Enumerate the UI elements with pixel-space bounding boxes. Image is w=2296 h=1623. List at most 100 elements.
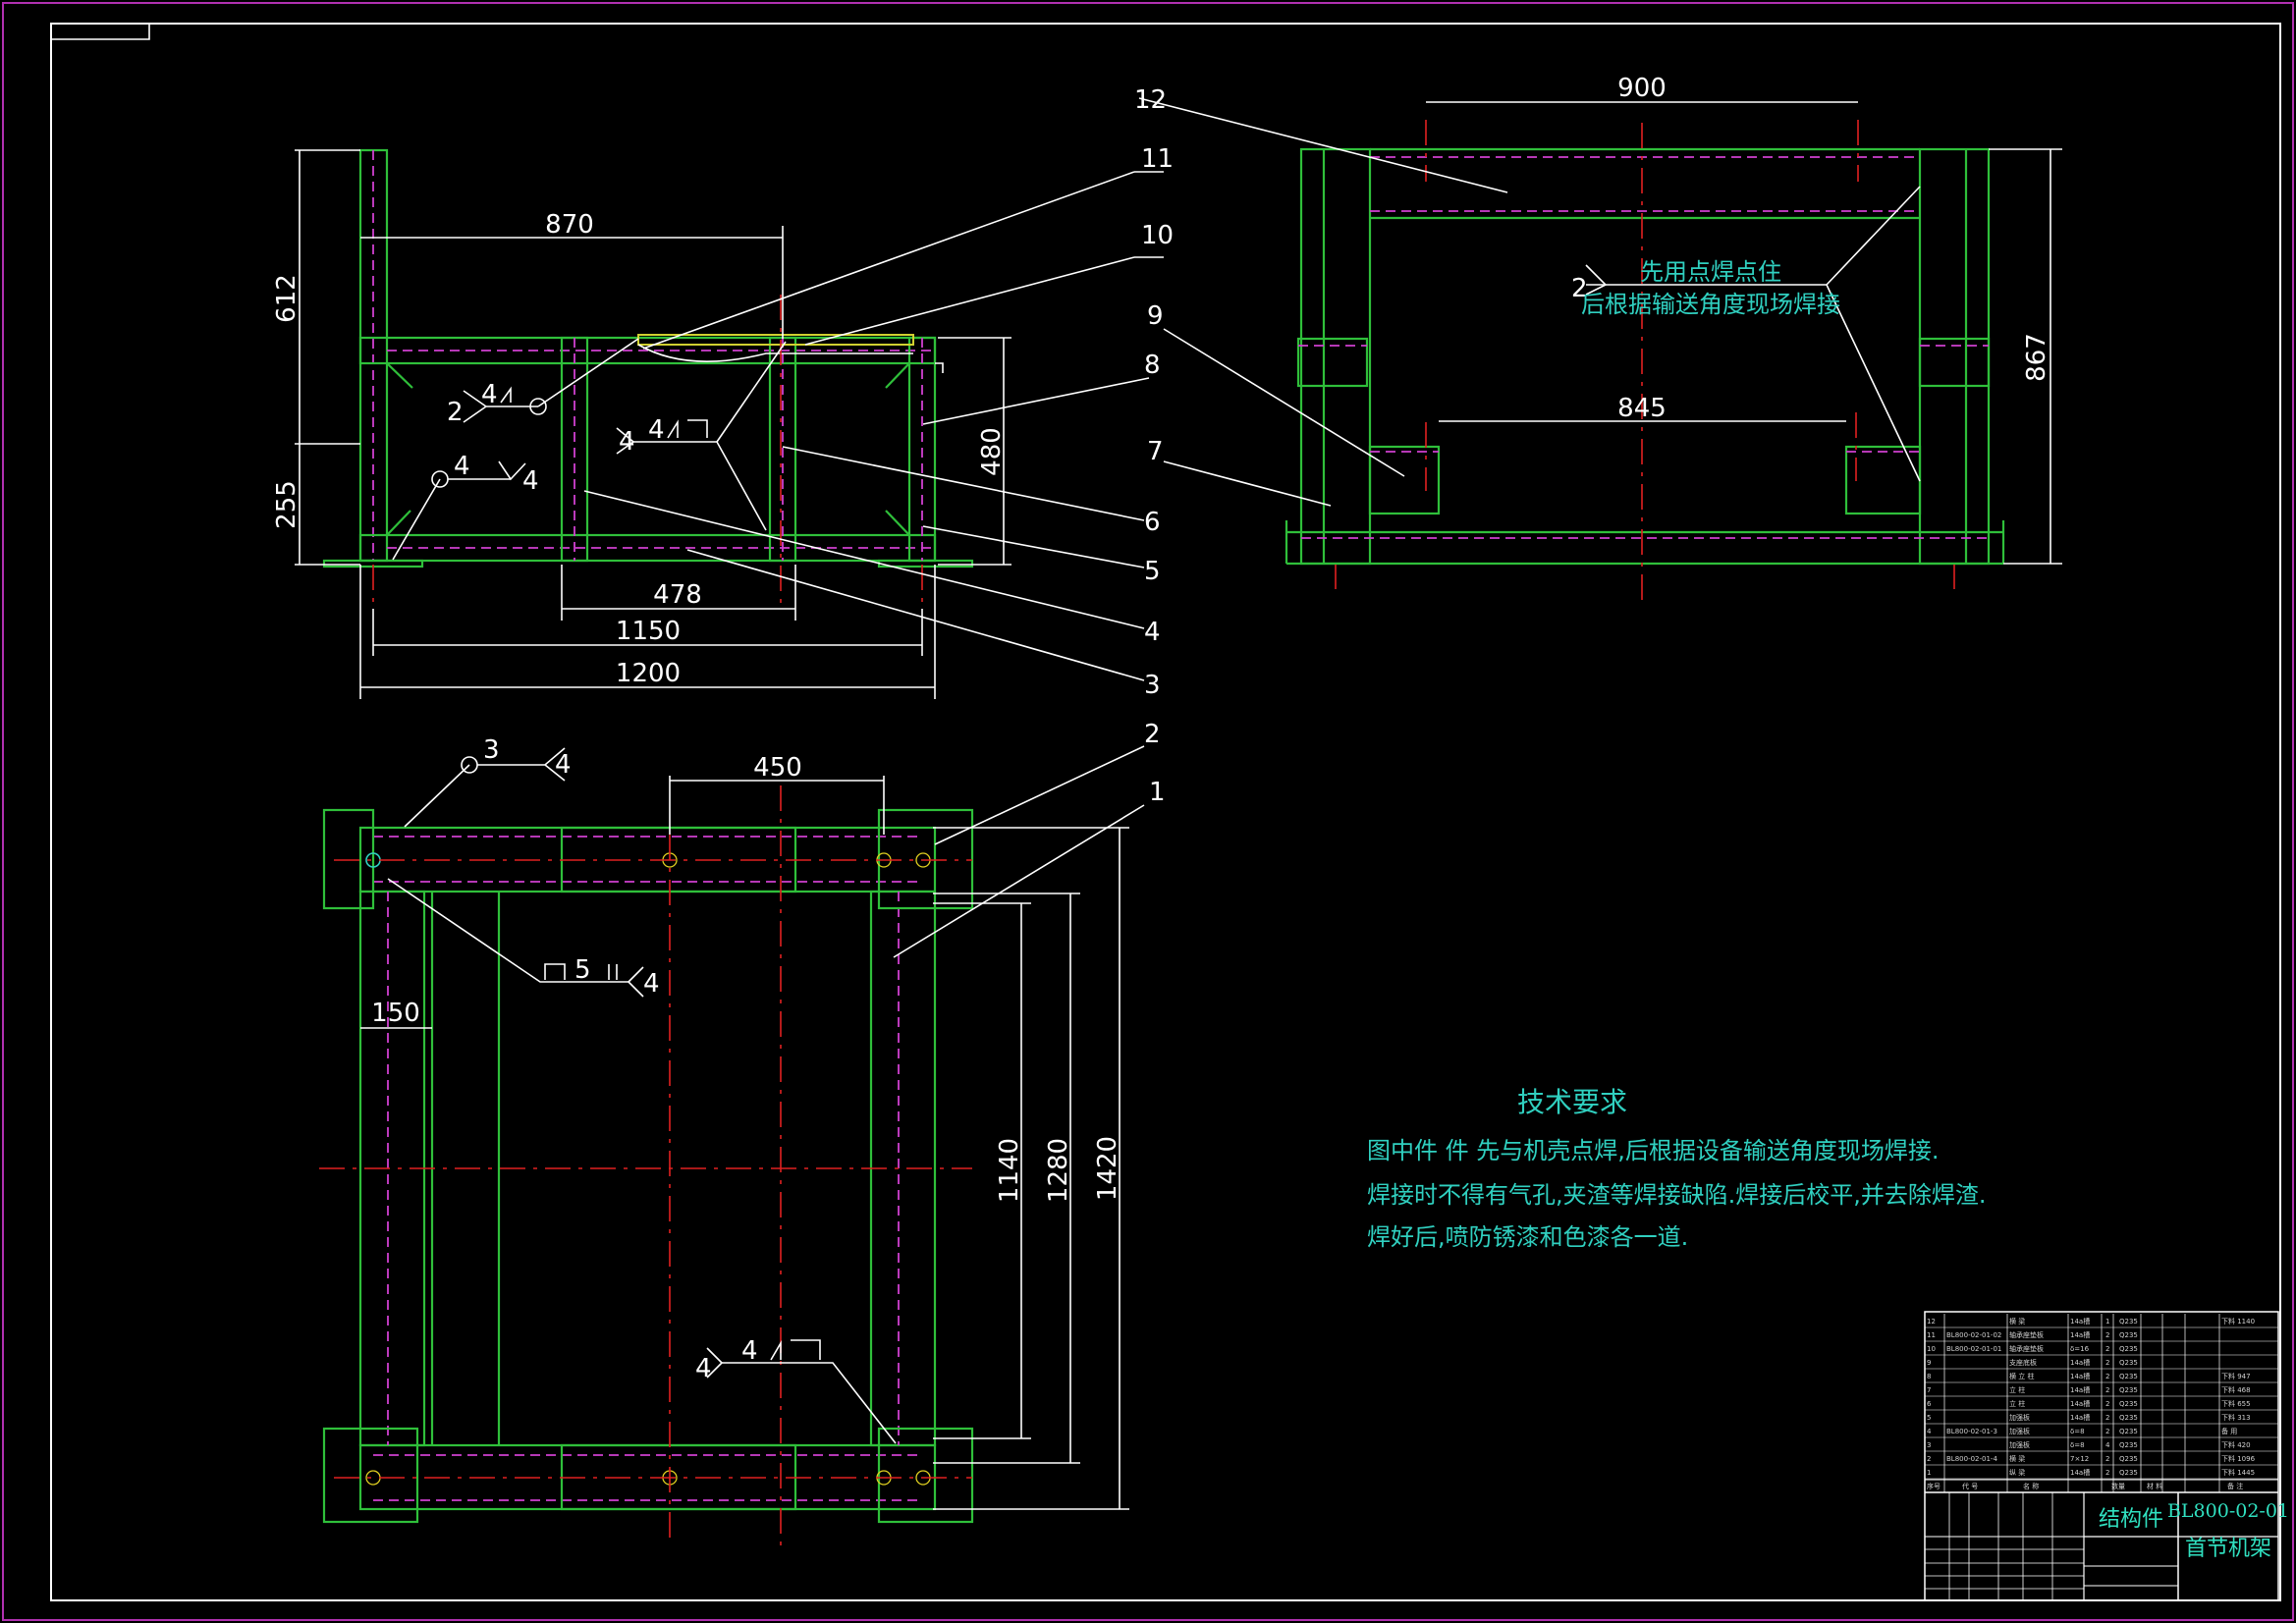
- plan-dimensions: 450 150 1140 1280 1420: [360, 753, 1129, 1510]
- dim-845: 845: [1617, 394, 1667, 423]
- bom-cell-mat: Q235: [2119, 1428, 2138, 1435]
- front-dimensions: 900 845 867: [1426, 74, 2062, 565]
- bom-cell-qty: 2: [2105, 1386, 2109, 1394]
- front-leaders: 12 9 7 2 先用点焊点住 后根据输送角度现场焊接: [1134, 85, 1921, 507]
- weld-mid-size2: 4: [643, 969, 660, 999]
- bom-cell-note: 下料 313: [2221, 1413, 2251, 1422]
- weld-b-size1: 4: [454, 452, 470, 481]
- bom-cell-spec: δ=8: [2070, 1441, 2085, 1449]
- bom-cell-mat: Q235: [2119, 1345, 2138, 1353]
- bom-cell-note: 下料 420: [2221, 1440, 2251, 1449]
- weld-b-size2: 4: [522, 466, 539, 496]
- balloon-8: 8: [1144, 351, 1161, 380]
- bom-cell-no: 12: [1927, 1318, 1936, 1325]
- bom-cell-name: 纵 梁: [2009, 1468, 2025, 1477]
- bom-cell-mat: Q235: [2119, 1359, 2138, 1367]
- dim-480: 480: [977, 427, 1007, 476]
- weld-right-ref: 2: [1571, 274, 1588, 303]
- balloon-4: 4: [1144, 618, 1161, 647]
- bom-cell-note: 下料 468: [2221, 1385, 2251, 1394]
- bom-cell-mat: Q235: [2119, 1318, 2138, 1325]
- bom-cell-no: 9: [1927, 1359, 1931, 1367]
- bom-cell-mat: Q235: [2119, 1414, 2138, 1422]
- balloon-12: 12: [1134, 85, 1167, 115]
- bom-cell-name: 轴承座垫板: [2009, 1330, 2044, 1339]
- balloon-6: 6: [1144, 508, 1161, 537]
- plan-weld-leaders: 3 4 5 4 4 4 2 1: [387, 720, 1166, 1444]
- tech-req-line2: 焊接时不得有气孔,夹渣等焊接缺陷.焊接后校平,并去除焊渣.: [1367, 1181, 1987, 1209]
- weld-note-line2: 后根据输送角度现场焊接: [1581, 291, 1840, 318]
- bom-cell-mat: Q235: [2119, 1331, 2138, 1339]
- title-part-type: 结构件: [2099, 1507, 2163, 1532]
- bom-cell-qty: 4: [2105, 1441, 2110, 1449]
- dim-900: 900: [1617, 74, 1667, 103]
- bom-cell-code: BL800-02-01-01: [1946, 1345, 2001, 1353]
- bom-header-name: 名 称: [2023, 1482, 2039, 1490]
- weld-c-size2: 4: [648, 415, 665, 445]
- bom-cell-no: 3: [1927, 1441, 1931, 1449]
- weld-mid-size1: 5: [574, 955, 591, 985]
- balloon-10: 10: [1141, 221, 1174, 250]
- weld-a-ref: 2: [447, 398, 464, 427]
- weld-a-size: 4: [481, 380, 498, 409]
- tech-req-title: 技术要求: [1517, 1086, 1627, 1118]
- dim-1200: 1200: [616, 659, 681, 688]
- bom-cell-spec: 14a槽: [2070, 1330, 2090, 1339]
- bom-cell-spec: 14a槽: [2070, 1468, 2090, 1477]
- bom-cell-qty: 2: [2105, 1400, 2109, 1408]
- bom-header: 序号代 号名 称数量材 料备 注: [1927, 1482, 2243, 1490]
- bom-cell-spec: 14a槽: [2070, 1372, 2090, 1380]
- bom-cell-no: 7: [1927, 1386, 1931, 1394]
- bom-cell-no: 10: [1927, 1345, 1936, 1353]
- bom-cell-mat: Q235: [2119, 1469, 2138, 1477]
- bom-cell-no: 5: [1927, 1414, 1931, 1422]
- bom-cell-qty: 1: [2105, 1318, 2109, 1325]
- balloon-9: 9: [1147, 301, 1164, 331]
- bom-cell-mat: Q235: [2119, 1400, 2138, 1408]
- bom-cell-name: 立 柱: [2009, 1385, 2025, 1394]
- dim-1420: 1420: [1093, 1136, 1122, 1201]
- bom-cell-no: 8: [1927, 1373, 1931, 1380]
- side-weld-symbols: 2 4 4 4 4 4: [392, 338, 787, 561]
- weld-top-ref: 3: [483, 735, 500, 765]
- balloon-5: 5: [1144, 557, 1161, 586]
- bom-cell-spec: 14a槽: [2070, 1317, 2090, 1325]
- bom-cell-qty: 2: [2105, 1428, 2109, 1435]
- weld-bot-size1: 4: [695, 1354, 712, 1383]
- dim-450: 450: [753, 753, 802, 783]
- bom-cell-spec: δ=16: [2070, 1345, 2090, 1353]
- bom-header-code: 代 号: [1962, 1482, 1978, 1490]
- frame-tab: [50, 24, 150, 40]
- balloon-1: 1: [1149, 778, 1166, 807]
- bom-cell-spec: 7×12: [2070, 1455, 2089, 1463]
- dim-255: 255: [272, 480, 301, 529]
- bom-cell-note: 下料 655: [2221, 1399, 2251, 1408]
- bom-cell-name: 加强板: [2009, 1440, 2030, 1449]
- dim-1280: 1280: [1044, 1138, 1073, 1203]
- bom-cell-code: BL800-02-01-02: [1946, 1331, 2001, 1339]
- bom-cell-name: 横 梁: [2009, 1317, 2025, 1325]
- weld-c-size1: 4: [619, 427, 635, 457]
- dim-150: 150: [371, 999, 420, 1028]
- technical-requirements: 技术要求 图中件 件 先与机壳点焊,后根据设备输送角度现场焊接. 焊接时不得有气…: [1367, 1086, 1987, 1251]
- dim-1140: 1140: [995, 1138, 1024, 1203]
- bom-cell-note: 下料 1096: [2221, 1454, 2256, 1463]
- bom-cell-qty: 2: [2105, 1414, 2109, 1422]
- title-drawing-no: BL800-02-01: [2167, 1500, 2289, 1522]
- bom-cell-spec: δ=8: [2070, 1428, 2085, 1435]
- bom-cell-name: 轴承座垫板: [2009, 1344, 2044, 1353]
- bom-cell-spec: 14a槽: [2070, 1399, 2090, 1408]
- bom-cell-spec: 14a槽: [2070, 1413, 2090, 1422]
